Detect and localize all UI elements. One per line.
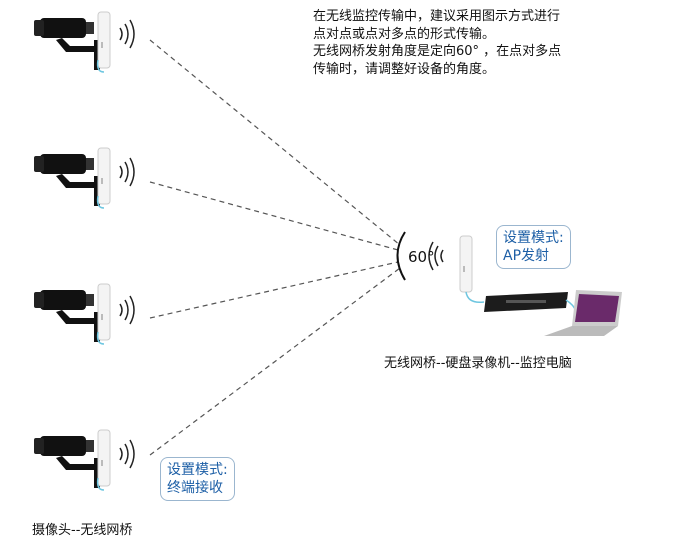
- ap-mode-bubble: 设置模式: AP发射: [496, 225, 571, 269]
- wifi-waves-icon: [119, 295, 135, 325]
- nvr-icon: [484, 292, 568, 312]
- bridge-icon: [97, 147, 111, 205]
- note-line: 在无线监控传输中，建议采用图示方式进行: [313, 9, 561, 24]
- camera-unit-2: [34, 147, 135, 209]
- wifi-waves-icon: [119, 439, 135, 469]
- angle-arc: [396, 231, 406, 281]
- camera-icon: [34, 290, 100, 342]
- camera-unit-1: [34, 11, 135, 73]
- wifi-waves-icon: [119, 157, 135, 187]
- bubble-line: 终端接收: [167, 480, 223, 496]
- camera-icon: [34, 436, 100, 488]
- bubble-line: 设置模式:: [167, 462, 228, 478]
- camera-unit-4: [34, 429, 135, 491]
- link-line-2: [149, 181, 399, 251]
- client-mode-bubble: 设置模式: 终端接收: [160, 457, 235, 501]
- laptop-icon: [544, 290, 622, 336]
- camera-icon: [34, 154, 100, 206]
- link-line-3: [149, 261, 399, 319]
- wifi-waves-icon: [119, 19, 135, 49]
- bridge-icon: [97, 283, 111, 341]
- note-line: 点对点或点对多点的形式传输。: [313, 26, 496, 42]
- camera-unit-3: [34, 283, 135, 345]
- ap-caption: 无线网桥--硬盘录像机--监控电脑: [384, 356, 572, 371]
- note-line: 无线网桥发射角度是定向60° ，在点对多点: [313, 44, 562, 59]
- instruction-note: 在无线监控传输中，建议采用图示方式进行 点对点或点对多点的形式传输。 无线网桥发…: [313, 8, 633, 78]
- link-line-4: [149, 267, 401, 456]
- bridge-icon: [97, 429, 111, 487]
- camera-icon: [34, 18, 100, 70]
- client-caption: 摄像头--无线网桥: [32, 523, 133, 538]
- bubble-line: 设置模式:: [503, 230, 564, 246]
- note-line: 传输时，请调整好设备的角度。: [313, 61, 496, 77]
- ap-bridge: [459, 235, 473, 293]
- bridge-icon: [97, 11, 111, 69]
- bridge-icon: [459, 235, 473, 293]
- bubble-line: AP发射: [503, 248, 550, 264]
- angle-label: 60°: [408, 248, 435, 266]
